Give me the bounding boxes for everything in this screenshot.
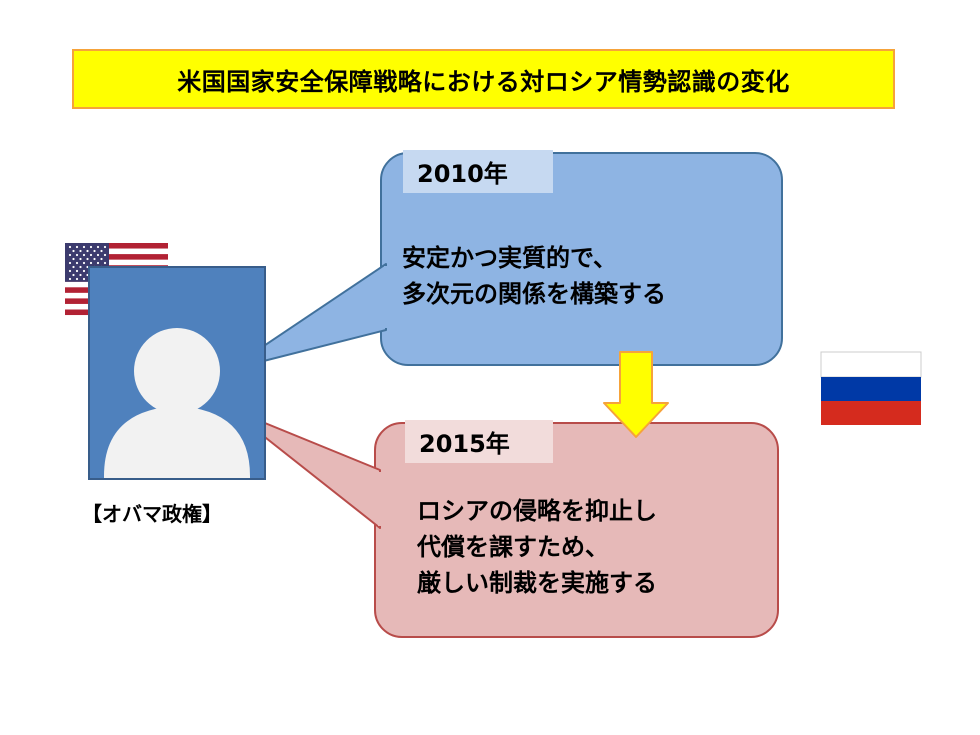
statement-2015-text: ロシアの侵略を抑止し 代償を課すため、 厳しい制裁を実施する	[417, 493, 657, 601]
obama-administration-portrait	[88, 266, 266, 480]
statement-line: ロシアの侵略を抑止し	[417, 497, 657, 525]
portrait-caption: 【オバマ政権】	[82, 502, 222, 526]
statement-2010-text: 安定かつ実質的で、 多次元の関係を構築する	[402, 240, 666, 312]
person-silhouette-icon	[104, 328, 250, 478]
down-arrow-icon	[603, 351, 669, 438]
diagram-title: 米国国家安全保障戦略における対ロシア情勢認識の変化	[72, 49, 895, 109]
statement-line: 多次元の関係を構築する	[402, 280, 666, 308]
year-label-2015: 2015年	[405, 420, 553, 463]
statement-line: 安定かつ実質的で、	[402, 244, 618, 272]
statement-line: 厳しい制裁を実施する	[417, 569, 657, 597]
year-label-2010: 2010年	[403, 150, 553, 193]
speech-bubble-2010	[380, 152, 783, 366]
russia-flag-icon	[820, 351, 922, 425]
statement-line: 代償を課すため、	[417, 533, 609, 561]
